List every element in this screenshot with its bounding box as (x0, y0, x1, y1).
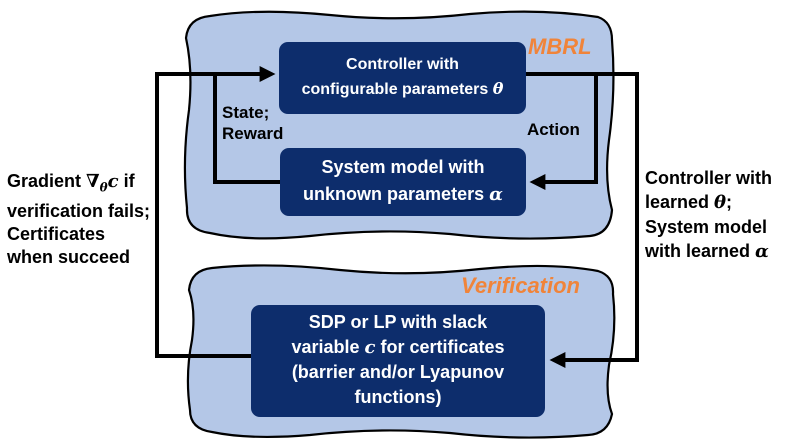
mbrl-title: MBRL (528, 34, 592, 59)
state-reward-label: State; Reward (222, 102, 283, 144)
theta-symbol: θ (492, 79, 504, 98)
reward-label: Reward (222, 124, 284, 143)
controller-box (279, 42, 526, 114)
nabla-symbol: ∇ (86, 171, 100, 192)
learned-line3: System model (645, 217, 768, 237)
sdp-line2: variable c for certificates (291, 337, 505, 358)
learned-alpha-symbol: α (755, 241, 769, 262)
action-label: Action (527, 120, 580, 139)
learned-label: Controller with learned θ; System model … (645, 166, 772, 264)
state-label: State; (222, 103, 270, 122)
controller-line1: Controller with (346, 56, 459, 73)
learned-line4: with learned α (645, 241, 769, 262)
learned-model-arrow (526, 72, 639, 368)
theta-subscript: θ (99, 180, 108, 195)
controller-label: Controller with configurable parameters … (279, 53, 526, 102)
verification-title: Verification (461, 273, 580, 298)
learned-line2: learned θ; (645, 192, 733, 213)
sdp-box (251, 305, 545, 417)
sdp-line3: (barrier and/or Lyapunov (291, 362, 505, 382)
sdp-line1: SDP or LP with slack (308, 312, 488, 332)
gradient-line4: when succeed (7, 246, 131, 267)
system-model-box (280, 148, 526, 216)
gradient-line2: verification fails; (7, 200, 151, 221)
system-model-line1: System model with (321, 157, 485, 177)
c-var-symbol: c (107, 171, 119, 192)
state-reward-arrow (213, 74, 280, 184)
system-model-label: System model with unknown parameters α (280, 154, 526, 208)
gradient-line1: Gradient ∇θc if (7, 171, 135, 195)
alpha-symbol: α (489, 184, 503, 205)
c-symbol: c (364, 337, 376, 358)
learned-theta-symbol: θ (714, 192, 727, 213)
controller-line2: configurable parameters θ (301, 79, 504, 98)
sdp-label: SDP or LP with slack variable c for cert… (251, 310, 545, 410)
gradient-line3: Certificates (7, 223, 106, 244)
gradient-label: Gradient ∇θc if verification fails; Cert… (7, 170, 150, 269)
sdp-line4: functions) (354, 387, 442, 407)
system-model-line2: unknown parameters α (303, 184, 503, 205)
learned-line1: Controller with (645, 168, 772, 188)
